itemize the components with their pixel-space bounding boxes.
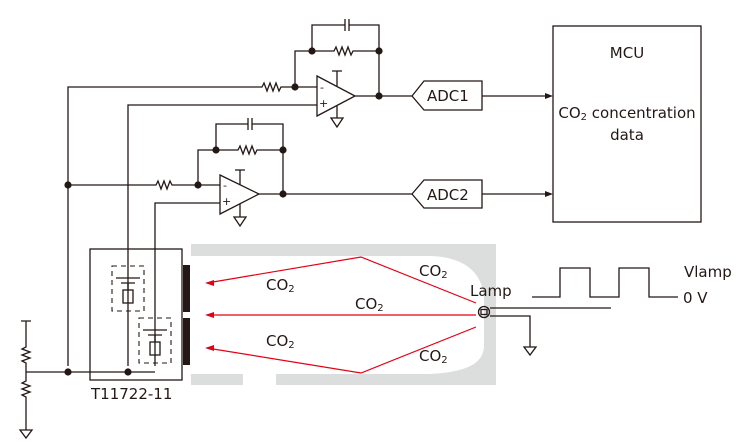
divider-resistors — [20, 320, 32, 430]
ray-bottom-arrowhead — [205, 345, 214, 351]
opamp1-ground-icon — [329, 106, 345, 129]
adc2-label: ADC2 — [427, 186, 469, 204]
lamp-ground-icon — [522, 346, 538, 357]
chamber-bottom-wall-right — [420, 335, 496, 385]
opamp-1-stage: - + — [67, 19, 412, 366]
opamp2-ground-icon — [232, 204, 248, 228]
detector-element-1-outline — [111, 265, 145, 312]
mcu-block: MCU CO2 concentration data — [552, 25, 702, 223]
co2-label: CO2 — [355, 295, 384, 314]
opamp1-input-resistor-wire — [67, 81, 317, 366]
opamp1-feedback-cap-wire — [311, 24, 380, 51]
opamp1-minus: - — [320, 81, 324, 94]
lamp-label: Lamp — [470, 282, 512, 300]
opamp2-input-resistor-wire — [68, 179, 220, 191]
opamp2-noninverting-wire — [154, 202, 220, 366]
node — [375, 92, 383, 100]
ray-top — [206, 256, 477, 304]
pulse-waveform — [532, 267, 678, 298]
opamp1-triangle — [316, 74, 357, 118]
node — [194, 181, 202, 189]
gas-chamber — [191, 244, 496, 385]
detector-window-1 — [183, 265, 190, 312]
zero-volt-label: 0 V — [683, 289, 708, 307]
lamp-icon — [477, 305, 491, 319]
mcu-line1: CO2 concentration — [558, 104, 695, 123]
adc1-label: ADC1 — [427, 87, 469, 105]
node — [375, 47, 383, 55]
lamp-ground-wire — [490, 315, 531, 347]
co2-label: CO2 — [266, 332, 295, 351]
opamp2-plus: + — [222, 195, 231, 208]
node — [64, 181, 72, 189]
chamber-top-wall — [191, 244, 496, 340]
vlamp-label: Vlamp — [684, 263, 732, 281]
ray-top-arrowhead — [205, 280, 214, 286]
co2-label: CO2 — [266, 276, 295, 295]
detector-package — [89, 248, 183, 381]
ray-bottom — [206, 326, 477, 374]
node — [279, 190, 287, 198]
adc2-port: ADC2 — [411, 179, 553, 209]
detector-element-2-cap — [143, 329, 167, 342]
opamp2-supply — [235, 169, 245, 185]
mcu-box — [552, 25, 702, 223]
opamp1-noninverting-wire — [127, 104, 317, 366]
detector-element-1-resistor — [122, 289, 134, 304]
divider-ground-icon — [18, 429, 34, 440]
lamp-filament — [480, 308, 488, 316]
adc1-port: ADC1 — [411, 80, 553, 111]
co2-label: CO2 — [419, 262, 448, 281]
lamp: Lamp — [470, 282, 611, 357]
node — [64, 368, 72, 376]
node — [308, 47, 316, 55]
detector-element-2-resistor — [149, 341, 161, 356]
node — [291, 83, 299, 91]
opamp1-plus: + — [319, 97, 328, 110]
chamber-bottom-wall-left — [191, 374, 243, 385]
opamp1-supply — [332, 70, 342, 86]
adc1-arrowhead — [545, 93, 553, 99]
node — [124, 368, 132, 376]
chamber-bottom-wall-middle — [276, 374, 424, 385]
detector-window-2 — [183, 318, 190, 365]
vlamp-waveform: Vlamp 0 V — [532, 263, 732, 307]
detector-element-1-cap — [116, 277, 140, 290]
node — [279, 146, 287, 154]
detector-element-2-outline — [138, 317, 172, 364]
mcu-title: MCU — [610, 44, 644, 62]
node — [212, 146, 220, 154]
opamp2-feedback-cap-wire — [215, 123, 284, 150]
ray-middle-arrowhead — [205, 312, 214, 318]
detector-t11722-11: T11722-11 — [89, 248, 190, 403]
opamp2-minus: - — [223, 179, 227, 192]
detector-part-number: T11722-11 — [90, 385, 172, 403]
co2-labels: CO2 CO2 CO2 CO2 CO2 — [266, 262, 448, 366]
mcu-line2: data — [610, 126, 644, 144]
ir-rays — [205, 256, 477, 374]
co2-label: CO2 — [419, 347, 448, 366]
opamp-2-stage: - + — [64, 118, 412, 366]
adc2-arrowhead — [545, 191, 553, 197]
